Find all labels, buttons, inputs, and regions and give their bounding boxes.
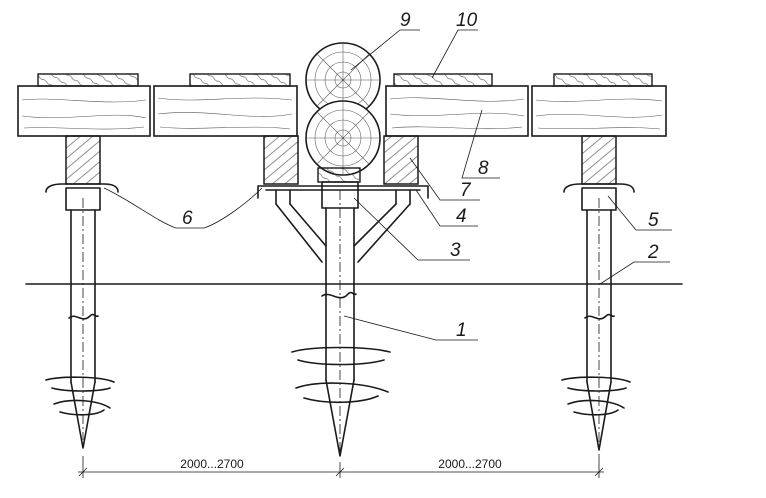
callout-8: 8 bbox=[478, 158, 489, 179]
callout-leaders bbox=[103, 29, 672, 341]
callout-3: 3 bbox=[450, 240, 461, 261]
dimension-label-left: 2000...2700 bbox=[180, 457, 244, 471]
callout-1: 1 bbox=[456, 320, 467, 341]
center-pile bbox=[275, 181, 411, 457]
left-pile bbox=[45, 183, 119, 449]
callout-6: 6 bbox=[182, 208, 193, 229]
callout-10: 10 bbox=[456, 10, 478, 31]
wood-posts bbox=[65, 135, 617, 185]
dimension-line bbox=[78, 454, 604, 478]
callout-9: 9 bbox=[400, 10, 411, 31]
callout-4: 4 bbox=[456, 206, 467, 227]
center-cap bbox=[257, 167, 429, 205]
callout-5: 5 bbox=[648, 210, 659, 231]
top-planks bbox=[37, 73, 653, 87]
logs bbox=[305, 42, 381, 176]
callout-2: 2 bbox=[647, 242, 659, 263]
right-pile bbox=[561, 183, 635, 451]
dimension-label-right: 2000...2700 bbox=[438, 457, 502, 471]
callout-7: 7 bbox=[460, 180, 472, 201]
